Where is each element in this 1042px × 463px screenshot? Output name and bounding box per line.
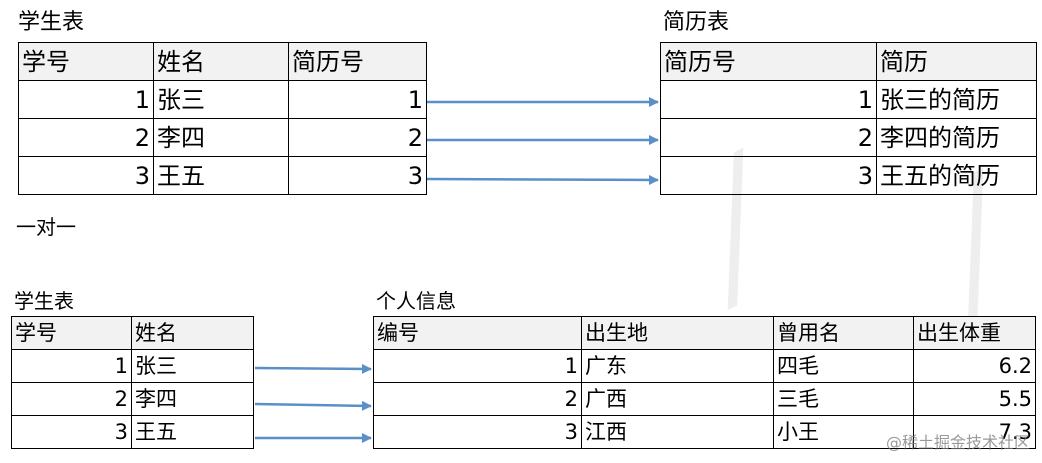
table-header-row: 简历号 简历 [660, 42, 1037, 81]
header-cell: 编号 [373, 316, 582, 350]
former-name-cell: 三毛 [773, 382, 914, 416]
student-id-cell: 1 [11, 349, 132, 383]
table-row: 3 王五 [11, 415, 254, 449]
student-id-cell: 2 [11, 382, 132, 416]
top-resume-table: 简历号 简历 1 张三的简历 2 李四的简历 3 王五的简历 [660, 42, 1037, 195]
header-cell: 出生地 [581, 316, 774, 350]
resume-id-cell: 3 [288, 156, 427, 195]
birthplace-cell: 广西 [581, 382, 774, 416]
birthplace-cell: 广东 [581, 349, 774, 383]
resume-id-cell: 1 [288, 80, 427, 119]
table-header-row: 编号 出生地 曾用名 出生体重 [373, 316, 1036, 350]
header-cell: 简历号 [288, 42, 427, 81]
resume-id-cell: 3 [660, 156, 877, 195]
former-name-cell: 小王 [773, 415, 914, 449]
table-row: 3 王五 3 [18, 156, 427, 195]
header-cell: 简历 [876, 42, 1037, 81]
student-name-cell: 王五 [131, 415, 254, 449]
bottom-arrow-row-2 [254, 400, 372, 411]
bottom-info-table-title: 个人信息 [376, 289, 456, 313]
resume-id-cell: 2 [288, 118, 427, 157]
table-header-row: 学号 姓名 [11, 316, 254, 350]
resume-id-cell: 1 [660, 80, 877, 119]
table-row: 2 广西 三毛 5.5 [373, 382, 1036, 416]
birthplace-cell: 江西 [581, 415, 774, 449]
student-name-cell: 张三 [153, 80, 289, 119]
header-cell: 简历号 [660, 42, 877, 81]
student-id-cell: 3 [18, 156, 154, 195]
student-name-cell: 张三 [131, 349, 254, 383]
top-student-table: 学号 姓名 简历号 1 张三 1 2 李四 2 3 王五 3 [18, 42, 427, 195]
bottom-info-table: 编号 出生地 曾用名 出生体重 1 广东 四毛 6.2 2 广西 三毛 5.5 … [373, 316, 1036, 449]
table-row: 1 张三的简历 [660, 80, 1037, 119]
table-row: 1 广东 四毛 6.2 [373, 349, 1036, 383]
info-id-cell: 3 [373, 415, 582, 449]
table-row: 2 李四的简历 [660, 118, 1037, 157]
bottom-student-table-title: 学生表 [14, 289, 74, 313]
info-id-cell: 1 [373, 349, 582, 383]
header-cell: 曾用名 [773, 316, 914, 350]
table-row: 2 李四 2 [18, 118, 427, 157]
top-resume-table-title: 简历表 [663, 10, 730, 35]
info-id-cell: 2 [373, 382, 582, 416]
header-cell: 学号 [11, 316, 132, 350]
resume-id-cell: 2 [660, 118, 877, 157]
birth-weight-cell: 5.5 [913, 382, 1036, 416]
resume-content-cell: 王五的简历 [876, 156, 1037, 195]
birth-weight-cell: 6.2 [913, 349, 1036, 383]
watermark-shape: ╱ [913, 171, 1039, 328]
resume-content-cell: 张三的简历 [876, 80, 1037, 119]
former-name-cell: 四毛 [773, 349, 914, 383]
top-arrow-row-3 [426, 174, 659, 185]
watermark-text: @稀土掘金技术社区 [885, 433, 1030, 452]
student-name-cell: 李四 [131, 382, 254, 416]
table-row: 3 江西 小王 7.3 [373, 415, 1036, 449]
table-row: 1 张三 1 [18, 80, 427, 119]
header-cell: 姓名 [131, 316, 254, 350]
table-row: 2 李四 [11, 382, 254, 416]
student-id-cell: 1 [18, 80, 154, 119]
student-id-cell: 3 [11, 415, 132, 449]
table-row: 3 王五的简历 [660, 156, 1037, 195]
birth-weight-cell: 7.3 [913, 415, 1036, 449]
relation-label: 一对一 [16, 215, 76, 239]
header-cell: 出生体重 [913, 316, 1036, 350]
bottom-student-table: 学号 姓名 1 张三 2 李四 3 王五 [11, 316, 254, 449]
header-cell: 姓名 [153, 42, 289, 81]
header-cell: 学号 [18, 42, 154, 81]
student-name-cell: 李四 [153, 118, 289, 157]
resume-content-cell: 李四的简历 [876, 118, 1037, 157]
student-id-cell: 2 [18, 118, 154, 157]
top-student-table-title: 学生表 [18, 10, 85, 35]
student-name-cell: 王五 [153, 156, 289, 195]
bottom-arrow-row-1 [254, 363, 372, 374]
table-header-row: 学号 姓名 简历号 [18, 42, 427, 81]
table-row: 1 张三 [11, 349, 254, 383]
